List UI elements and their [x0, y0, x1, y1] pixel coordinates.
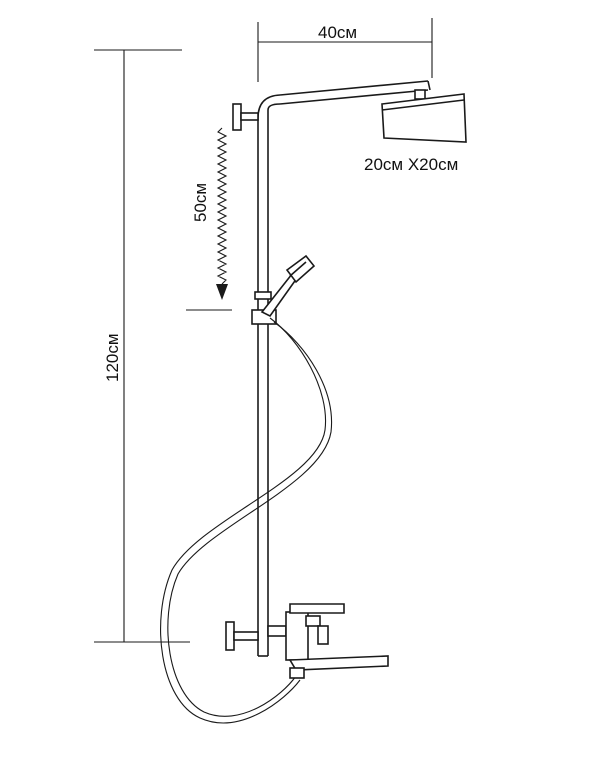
width-label: 40см — [318, 23, 357, 42]
height-dimension: 120см — [94, 49, 190, 643]
hand-shower — [251, 254, 316, 325]
height-label: 120см — [103, 333, 122, 382]
riser-pipe — [257, 94, 281, 657]
arrow-down-icon — [216, 284, 228, 300]
bottom-wall-bracket — [225, 621, 259, 651]
top-wall-bracket — [232, 103, 259, 131]
adjust-label: 50см — [191, 183, 210, 222]
width-dimension: 40см — [257, 18, 433, 82]
mixer-valve — [267, 603, 345, 661]
adjust-dimension: 50см — [186, 127, 232, 311]
shower-head-label: 20см X20см — [364, 155, 458, 174]
flexible-hose — [160, 317, 333, 724]
rain-shower-head: 20см X20см — [364, 89, 467, 174]
overhead-arm — [279, 80, 431, 105]
spring-coil — [216, 127, 228, 285]
bath-spout — [288, 655, 389, 679]
